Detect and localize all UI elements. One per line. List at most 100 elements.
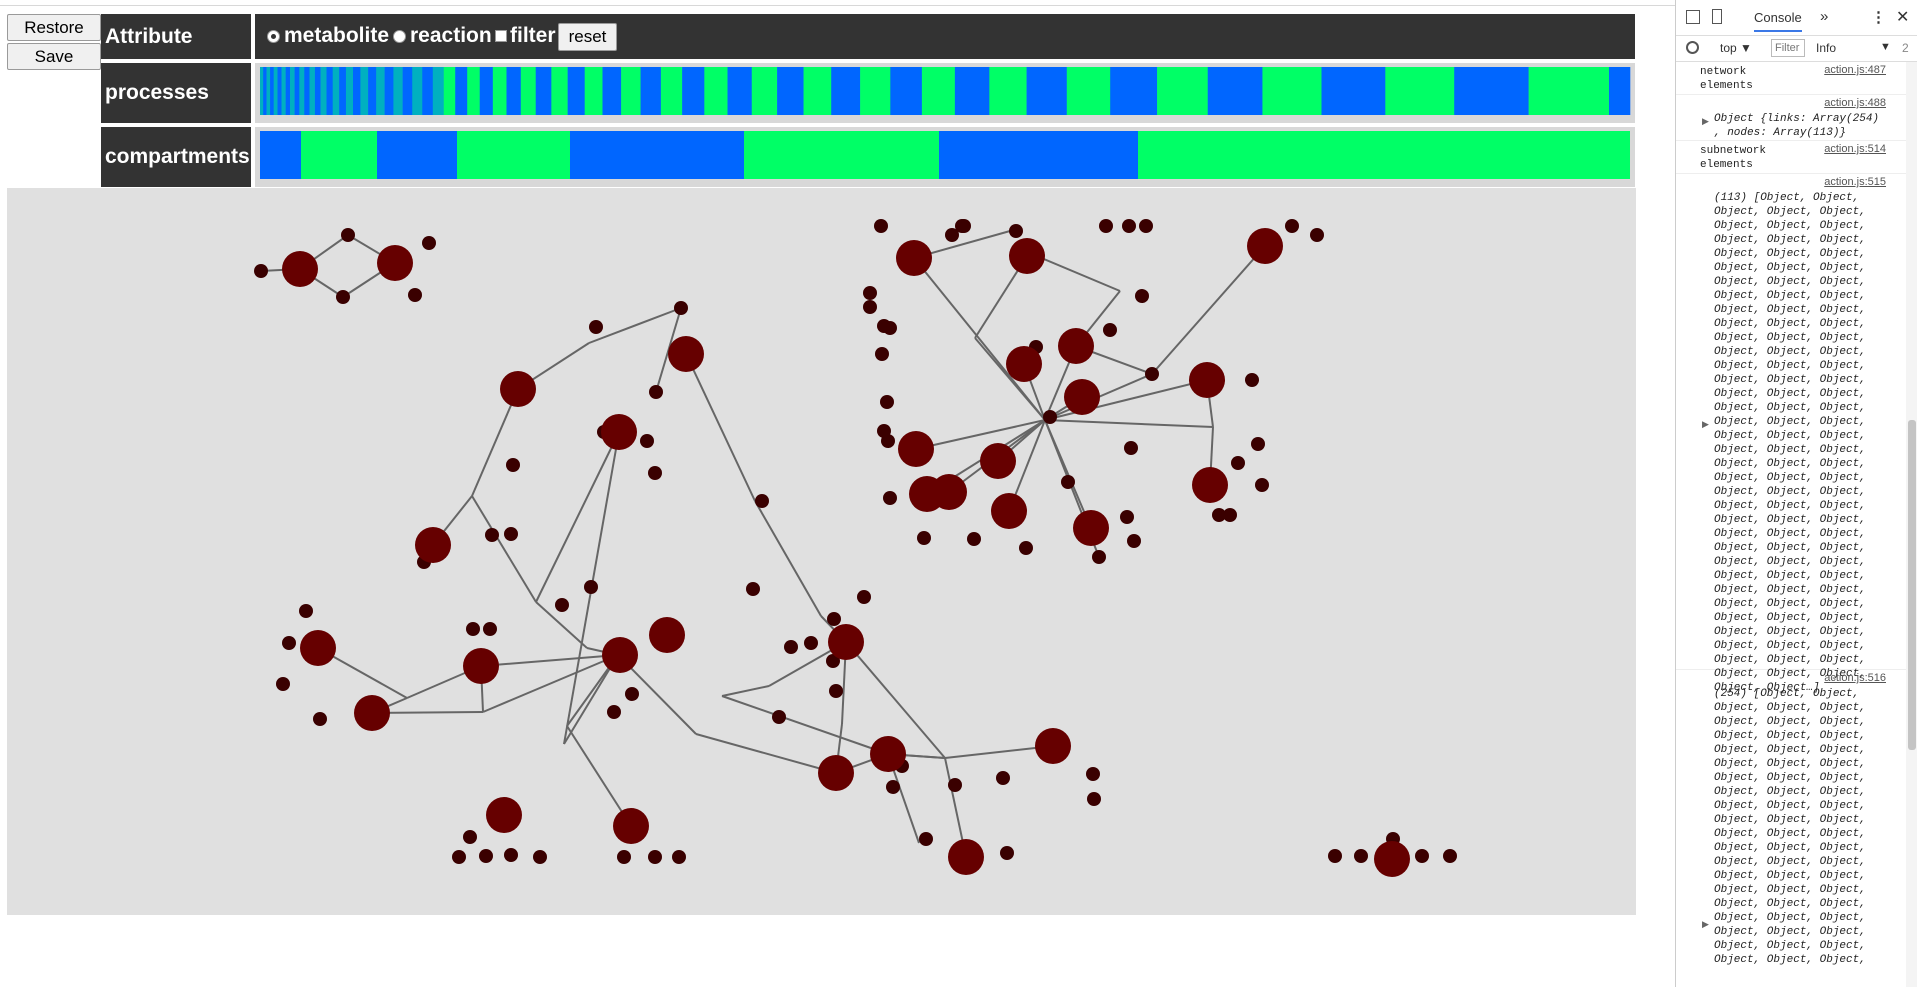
metabolite-node[interactable]: [408, 288, 422, 302]
reaction-node[interactable]: [354, 695, 390, 731]
metabolite-node[interactable]: [1019, 541, 1033, 555]
process-segment[interactable]: [281, 67, 286, 115]
device-icon[interactable]: [1712, 9, 1722, 24]
compartment-segment[interactable]: [1138, 131, 1630, 179]
metabolite-node[interactable]: [948, 778, 962, 792]
metabolite-node[interactable]: [282, 636, 296, 650]
reaction-node[interactable]: [486, 797, 522, 833]
process-segment[interactable]: [989, 67, 1027, 115]
reaction-node[interactable]: [649, 617, 685, 653]
process-segment[interactable]: [273, 67, 278, 115]
process-segment[interactable]: [492, 67, 507, 115]
reaction-node[interactable]: [818, 755, 854, 791]
reset-button[interactable]: reset: [558, 23, 617, 51]
network-graph[interactable]: [7, 188, 1636, 915]
process-segment[interactable]: [506, 67, 522, 115]
metabolite-node[interactable]: [504, 527, 518, 541]
metabolite-node[interactable]: [648, 850, 662, 864]
metabolite-node[interactable]: [857, 590, 871, 604]
expand-arrow-icon[interactable]: ▶: [1702, 920, 1709, 930]
metabolite-node[interactable]: [919, 832, 933, 846]
reaction-node[interactable]: [828, 624, 864, 660]
filter-input[interactable]: Filter: [1771, 39, 1805, 57]
process-segment[interactable]: [263, 67, 267, 115]
process-segment[interactable]: [339, 67, 347, 115]
log-source[interactable]: action.js:514: [1824, 143, 1886, 155]
process-segment[interactable]: [393, 67, 403, 115]
metabolite-node[interactable]: [1120, 510, 1134, 524]
log-source[interactable]: action.js:488: [1824, 97, 1886, 109]
process-segment[interactable]: [1110, 67, 1158, 115]
compartment-segment[interactable]: [377, 131, 457, 179]
metabolite-node[interactable]: [485, 528, 499, 542]
filter-checkbox[interactable]: filter: [495, 24, 556, 48]
reaction-node[interactable]: [463, 648, 499, 684]
metabolite-node[interactable]: [422, 236, 436, 250]
process-segment[interactable]: [584, 67, 603, 115]
metabolite-node[interactable]: [1443, 849, 1457, 863]
process-segment[interactable]: [384, 67, 394, 115]
radio-metabolite-dot[interactable]: [267, 29, 280, 43]
metabolite-node[interactable]: [1000, 846, 1014, 860]
reaction-node[interactable]: [415, 527, 451, 563]
metabolite-node[interactable]: [886, 780, 900, 794]
process-segment[interactable]: [368, 67, 377, 115]
reaction-node[interactable]: [1247, 228, 1283, 264]
metabolite-node[interactable]: [1223, 508, 1237, 522]
process-segment[interactable]: [455, 67, 468, 115]
reaction-node[interactable]: [1006, 346, 1042, 382]
process-segment[interactable]: [277, 67, 282, 115]
reaction-node[interactable]: [1374, 841, 1410, 877]
process-segment[interactable]: [467, 67, 481, 115]
process-segment[interactable]: [309, 67, 316, 115]
process-segment[interactable]: [660, 67, 683, 115]
metabolite-node[interactable]: [1043, 410, 1057, 424]
metabolite-node[interactable]: [875, 347, 889, 361]
process-segment[interactable]: [299, 67, 305, 115]
metabolite-node[interactable]: [945, 228, 959, 242]
metabolite-node[interactable]: [829, 684, 843, 698]
process-segment[interactable]: [1157, 67, 1209, 115]
metabolite-node[interactable]: [584, 580, 598, 594]
metabolite-node[interactable]: [863, 300, 877, 314]
clear-console-icon[interactable]: [1686, 41, 1699, 54]
metabolite-node[interactable]: [880, 395, 894, 409]
metabolite-node[interactable]: [957, 219, 971, 233]
metabolite-node[interactable]: [617, 850, 631, 864]
process-segment[interactable]: [266, 67, 271, 115]
reaction-node[interactable]: [948, 839, 984, 875]
metabolite-node[interactable]: [784, 640, 798, 654]
process-segment[interactable]: [360, 67, 369, 115]
metabolite-node[interactable]: [1139, 219, 1153, 233]
metabolite-node[interactable]: [466, 622, 480, 636]
metabolite-node[interactable]: [1255, 478, 1269, 492]
metabolite-node[interactable]: [1310, 228, 1324, 242]
reaction-node[interactable]: [668, 336, 704, 372]
metabolite-node[interactable]: [607, 705, 621, 719]
process-segment[interactable]: [682, 67, 705, 115]
reaction-node[interactable]: [282, 251, 318, 287]
metabolite-node[interactable]: [917, 531, 931, 545]
menu-icon[interactable]: ⋮: [1871, 9, 1886, 26]
metabolite-node[interactable]: [555, 598, 569, 612]
metabolite-node[interactable]: [254, 264, 268, 278]
metabolite-node[interactable]: [826, 654, 840, 668]
metabolite-node[interactable]: [996, 771, 1010, 785]
process-segment[interactable]: [1528, 67, 1610, 115]
process-segment[interactable]: [602, 67, 622, 115]
metabolite-node[interactable]: [1061, 475, 1075, 489]
inspect-icon[interactable]: [1686, 10, 1700, 24]
process-segment[interactable]: [520, 67, 537, 115]
process-segment[interactable]: [777, 67, 804, 115]
metabolite-node[interactable]: [1354, 849, 1368, 863]
process-segment[interactable]: [1026, 67, 1068, 115]
metabolite-node[interactable]: [1251, 437, 1265, 451]
reaction-node[interactable]: [1189, 362, 1225, 398]
metabolite-node[interactable]: [1122, 219, 1136, 233]
reaction-node[interactable]: [1035, 728, 1071, 764]
process-segment[interactable]: [551, 67, 568, 115]
process-segment[interactable]: [860, 67, 891, 115]
reaction-node[interactable]: [613, 808, 649, 844]
process-segment[interactable]: [954, 67, 990, 115]
restore-button[interactable]: Restore: [7, 14, 101, 41]
